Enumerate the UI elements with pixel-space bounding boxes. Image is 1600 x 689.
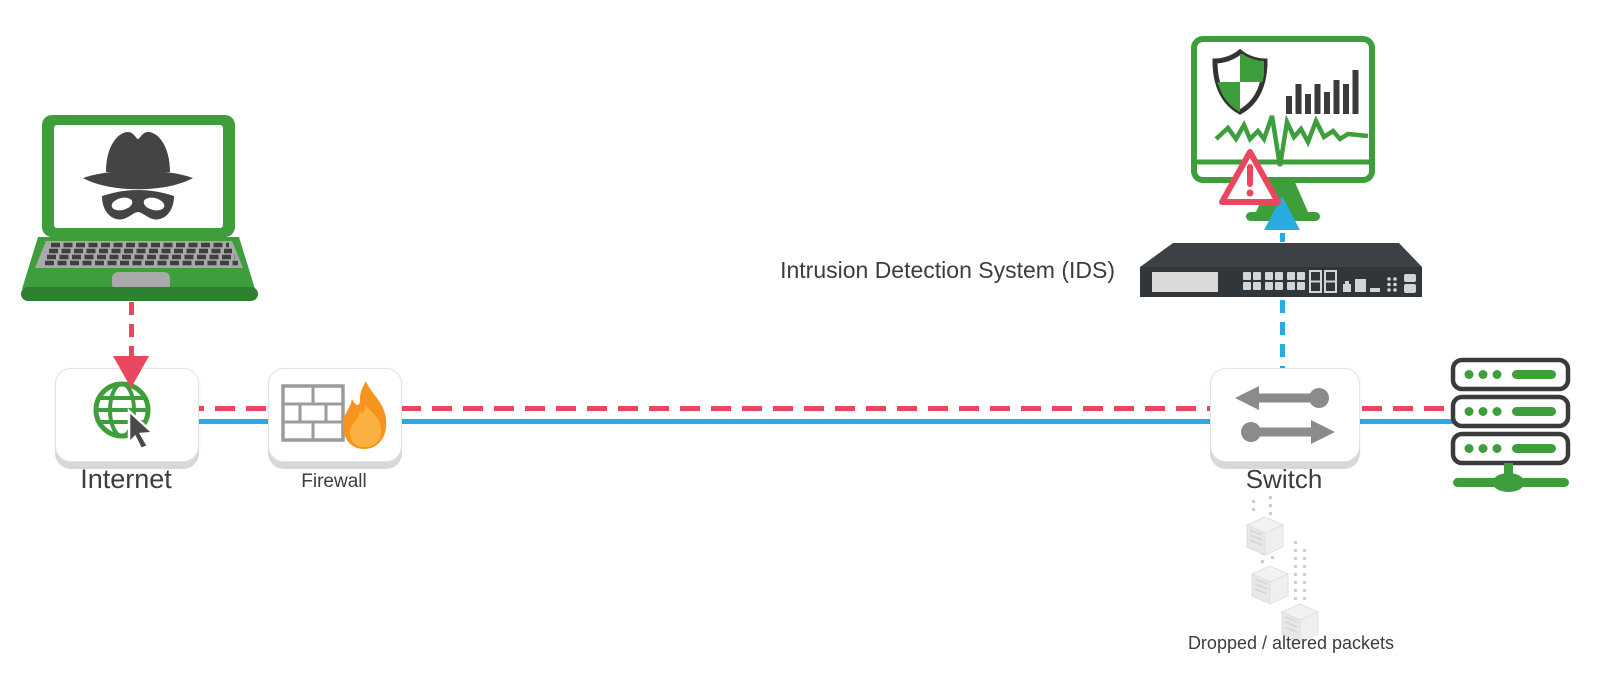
packet-trail [1294,541,1297,603]
switch-label: Switch [1245,464,1323,494]
internet-label: Internet [80,464,172,494]
server-stack-icon [1450,357,1571,492]
ids-appliance-icon [1140,243,1422,297]
mirror-traffic-line-stub [1280,233,1285,242]
hacker-icon [83,132,193,220]
switch-node [1210,368,1360,462]
hacker-laptop-icon [21,115,258,301]
packet-trail [1252,500,1255,516]
packet-trail [1303,549,1306,605]
brick-wall-flame-icon [281,381,387,449]
dropped-packets-label: Dropped / altered packets [1187,633,1395,653]
cursor-icon [127,408,156,451]
bar-chart-icon [1286,70,1359,114]
firewall-label: Firewall [301,471,367,492]
attack-arrow-head-icon [113,356,149,388]
keyboard-keys [45,242,238,266]
globe-cursor-icon [93,381,156,451]
appliance-modules [1309,270,1337,293]
server-row [1450,357,1571,392]
touchpad [112,272,170,290]
switch-arrows-icon [1235,386,1335,444]
server-row [1450,431,1571,466]
mirror-traffic-line [1280,300,1285,368]
ids-label: Intrusion Detection System (IDS) [780,257,1115,283]
firewall-node [268,368,402,462]
packet-trail [1269,496,1272,516]
appliance-ports [1243,272,1305,290]
appliance-details [1343,274,1416,293]
alert-triangle-icon [1219,149,1281,205]
packet-icon [1251,565,1289,605]
waveform-icon [1214,114,1369,167]
server-row [1450,394,1571,429]
packet-icon [1246,516,1284,556]
attack-arrow-line [129,302,134,356]
flame-icon [342,381,387,449]
packet-trail [1261,552,1264,564]
packet-icon [1281,603,1319,643]
appliance-display [1152,272,1218,292]
attack-traffic-line [122,406,1454,411]
packet-trail [1271,548,1274,564]
normal-traffic-line [122,419,1454,424]
